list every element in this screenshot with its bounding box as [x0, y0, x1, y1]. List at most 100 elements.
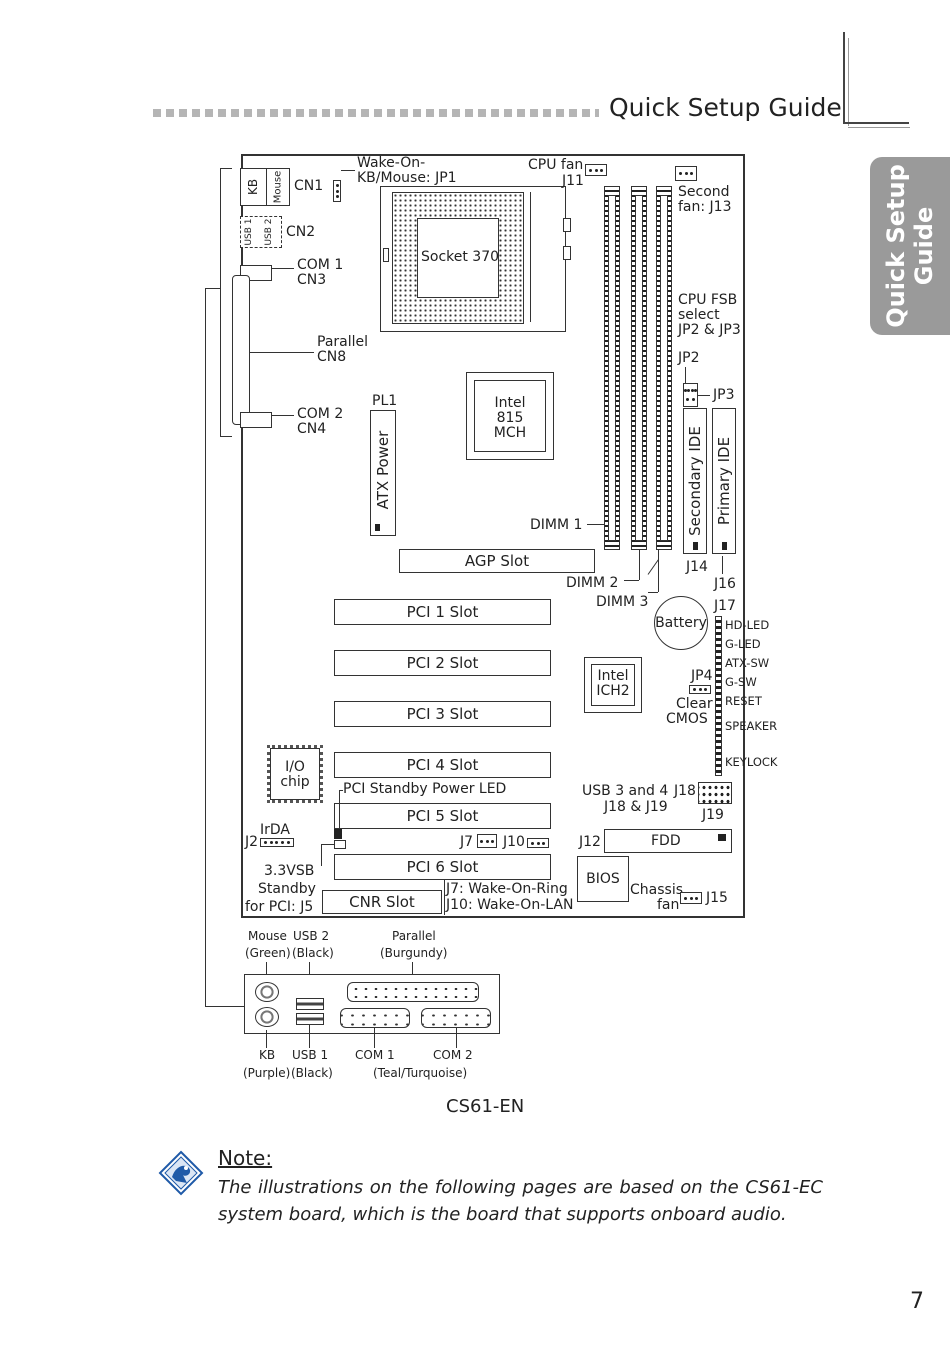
- j7-wake-label: J7: Wake-On-Ring: [446, 881, 568, 897]
- j12-label: J12: [579, 834, 601, 850]
- kb-label: KB: [246, 178, 260, 196]
- clear-cmos-label-2: CMOS: [666, 711, 708, 727]
- secondary-ide-label: Secondary IDE: [686, 426, 704, 536]
- j10-label: J10: [503, 834, 525, 850]
- mch-label-3: MCH: [493, 425, 527, 441]
- secondary-ide-connector: Secondary IDE: [683, 408, 707, 554]
- hd-led-label: HD-LED: [725, 618, 770, 632]
- fdd-label: FDD: [651, 833, 681, 849]
- pci2-slot: PCI 2 Slot: [334, 650, 551, 676]
- bracket-outer-vertical: [205, 288, 206, 1006]
- atx-sw-label: ATX-SW: [725, 656, 770, 670]
- jp1-jumper: [333, 180, 341, 202]
- j11-label: J11: [562, 173, 584, 189]
- bios-chip: BIOS: [577, 856, 629, 902]
- cn1-label: CN1: [294, 178, 324, 194]
- page-number: 7: [910, 1289, 924, 1314]
- io-usb2-label: USB 2: [293, 929, 330, 943]
- mch-label-2: 815: [496, 410, 524, 426]
- side-tab-line2: Guide: [910, 206, 938, 286]
- dimm-slot-2: [631, 186, 647, 550]
- io-parallel-label: Parallel: [392, 929, 436, 943]
- j14-label: J14: [686, 559, 708, 575]
- second-fan-label-2: fan: J13: [678, 199, 732, 215]
- cnr-slot: CNR Slot: [322, 890, 442, 914]
- io-usb1-color: (Black): [291, 1066, 333, 1080]
- board-outline: [241, 154, 745, 918]
- usb34-label-1: USB 3 and 4: [582, 783, 669, 799]
- pci6-slot: PCI 6 Slot: [334, 854, 551, 880]
- io-com2-port: [421, 1008, 491, 1028]
- socket-label: Socket 370: [421, 249, 500, 265]
- io-parallel-color: (Burgundy): [380, 946, 448, 960]
- io-chip-label-2: chip: [280, 774, 310, 790]
- dimm2-label: DIMM 2: [566, 575, 619, 591]
- atx-power-label: ATX Power: [374, 430, 392, 510]
- io-com2-label: COM 2: [433, 1048, 473, 1062]
- jp2-jp3-jumpers: [683, 383, 698, 407]
- io-com1-port: [340, 1008, 410, 1028]
- j10-header: [527, 838, 549, 848]
- intel-815-mch-chip: [466, 372, 554, 460]
- cpu-fan-header: [585, 164, 607, 176]
- usb1-label: USB 1: [244, 218, 254, 246]
- note-icon: [158, 1150, 204, 1196]
- io-chip-label-1: I/O: [285, 759, 305, 775]
- wake-kb-label-1: Wake-On-: [357, 155, 426, 171]
- pci3-slot: PCI 3 Slot: [334, 701, 551, 727]
- intel-ich2-chip: [584, 657, 642, 713]
- jp3-label: JP3: [713, 387, 735, 403]
- com2-label: COM 2: [297, 406, 344, 422]
- j2-label: J2: [245, 834, 259, 850]
- corner-mark-horizontal: [843, 122, 909, 124]
- parallel-label: Parallel: [317, 334, 369, 350]
- page-title: Quick Setup Guide: [609, 93, 842, 122]
- keylock-label: KEYLOCK: [725, 755, 778, 769]
- cn8-label: CN8: [317, 349, 347, 365]
- j7-label: J7: [460, 834, 474, 850]
- dimm-slot-3: [656, 186, 672, 550]
- chassis-fan-label-2: fan: [657, 897, 680, 913]
- primary-ide-connector: Primary IDE: [712, 408, 736, 554]
- io-parallel-port: [347, 982, 479, 1002]
- chassis-fan-label-1: Chassis: [630, 882, 683, 898]
- corner-mark-horizontal-shadow: [848, 127, 910, 128]
- header-dotted-rule: [153, 109, 599, 117]
- io-usb1-label: USB 1: [292, 1048, 329, 1062]
- reset-label: RESET: [725, 694, 762, 708]
- j7-header: [477, 834, 497, 848]
- usb-headers-j18-j19: [698, 782, 732, 804]
- io-mouse-port: [255, 982, 279, 1002]
- bracket-outer-bottom: [205, 1006, 245, 1007]
- jp2-label: JP2: [678, 350, 700, 366]
- io-kb-port: [255, 1007, 279, 1027]
- dimm3-label: DIMM 3: [596, 594, 649, 610]
- j17-label: J17: [714, 598, 736, 614]
- pci4-slot: PCI 4 Slot: [334, 752, 551, 778]
- wake-kb-label-2: KB/Mouse: JP1: [357, 170, 457, 186]
- j16-label: J16: [714, 576, 736, 592]
- pci1-slot: PCI 1 Slot: [334, 599, 551, 625]
- fdd-connector: [604, 829, 732, 853]
- front-panel-header-j17: [715, 616, 722, 776]
- g-led-label: G-LED: [725, 637, 761, 651]
- jp4-label: JP4: [691, 668, 713, 684]
- cpu-fsb-label-1: CPU FSB: [678, 292, 738, 308]
- com2-connector: [240, 412, 272, 428]
- usb34-label-2: J18 & J19: [604, 799, 668, 815]
- parallel-connector: [232, 275, 250, 425]
- mch-label-1: Intel: [494, 395, 526, 411]
- ich-label-1: Intel: [597, 668, 629, 684]
- pci-standby-label: PCI Standby Power LED: [343, 781, 507, 797]
- bios-label: BIOS: [586, 871, 620, 887]
- vsb-label-1: 3.3VSB: [264, 863, 315, 879]
- vsb-label-2: Standby: [258, 881, 316, 897]
- cn4-label: CN4: [297, 421, 327, 437]
- irda-header: [260, 838, 294, 847]
- io-usb2-port: [296, 998, 324, 1010]
- cpu-fsb-label-3: JP2 & JP3: [678, 322, 741, 338]
- battery: Battery: [654, 596, 708, 650]
- side-tab-line1: Quick Setup: [882, 164, 910, 328]
- io-usb1-port: [296, 1013, 324, 1025]
- board-caption: CS61-EN: [446, 1096, 525, 1117]
